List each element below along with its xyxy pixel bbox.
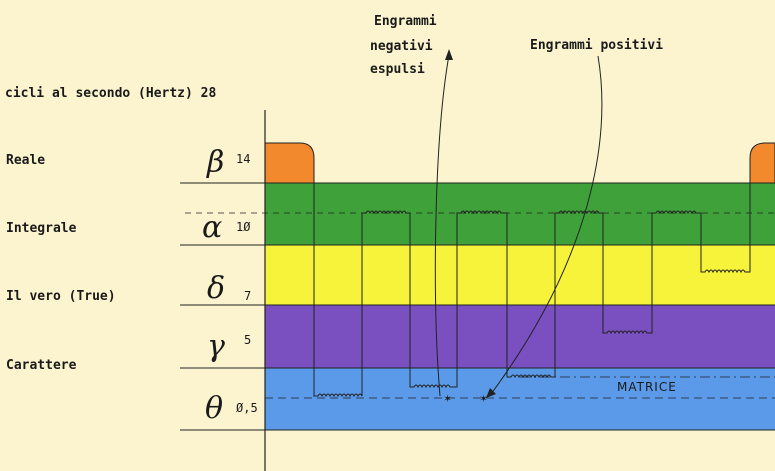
beta-hz: 14: [236, 152, 250, 166]
level-name-integrale: Integrale: [6, 221, 77, 236]
wave-trace: [313, 183, 751, 398]
level-name-vero: Il vero (True): [6, 289, 116, 304]
negative-arrowhead: [445, 49, 453, 60]
positive-engrams-label: Engrammi positivi: [530, 38, 663, 53]
alpha-symbol: α: [202, 210, 222, 245]
level-name-reale: Reale: [6, 153, 45, 168]
negative-engrams-line2: negativi: [370, 39, 433, 54]
theta-symbol: θ: [205, 391, 223, 426]
beta-symbol: β: [206, 145, 224, 180]
delta-band: [265, 245, 775, 305]
alpha-band: [265, 183, 775, 245]
theta-hz: Ø,5: [236, 401, 258, 415]
negative-engrams-line3: espulsi: [370, 62, 425, 77]
theta-band: [265, 368, 775, 430]
negative-engram-arrow: [434, 54, 450, 397]
negative-engrams-line1: Engrammi: [374, 14, 437, 29]
positive-arrowhead: [486, 388, 496, 398]
gamma-band: [265, 305, 775, 368]
positive-engram-arrow: [490, 55, 603, 395]
gamma-symbol: γ: [207, 329, 225, 364]
delta-hz: 7: [244, 289, 251, 303]
gamma-hz: 5: [244, 333, 251, 347]
beta-band-left: [264, 142, 315, 184]
level-lines: [180, 182, 775, 431]
beta-band-right: [749, 142, 775, 184]
positive-engram-marker: ✶: [480, 391, 487, 405]
matrix-label: MATRICE: [617, 380, 677, 394]
negative-engram-marker: ✶: [444, 391, 451, 405]
level-name-carattere: Carattere: [6, 358, 77, 373]
frequency-label: cicli al secondo (Hertz) 28: [5, 86, 216, 101]
alpha-hz: 1Ø: [236, 220, 251, 234]
delta-symbol: δ: [207, 271, 225, 306]
